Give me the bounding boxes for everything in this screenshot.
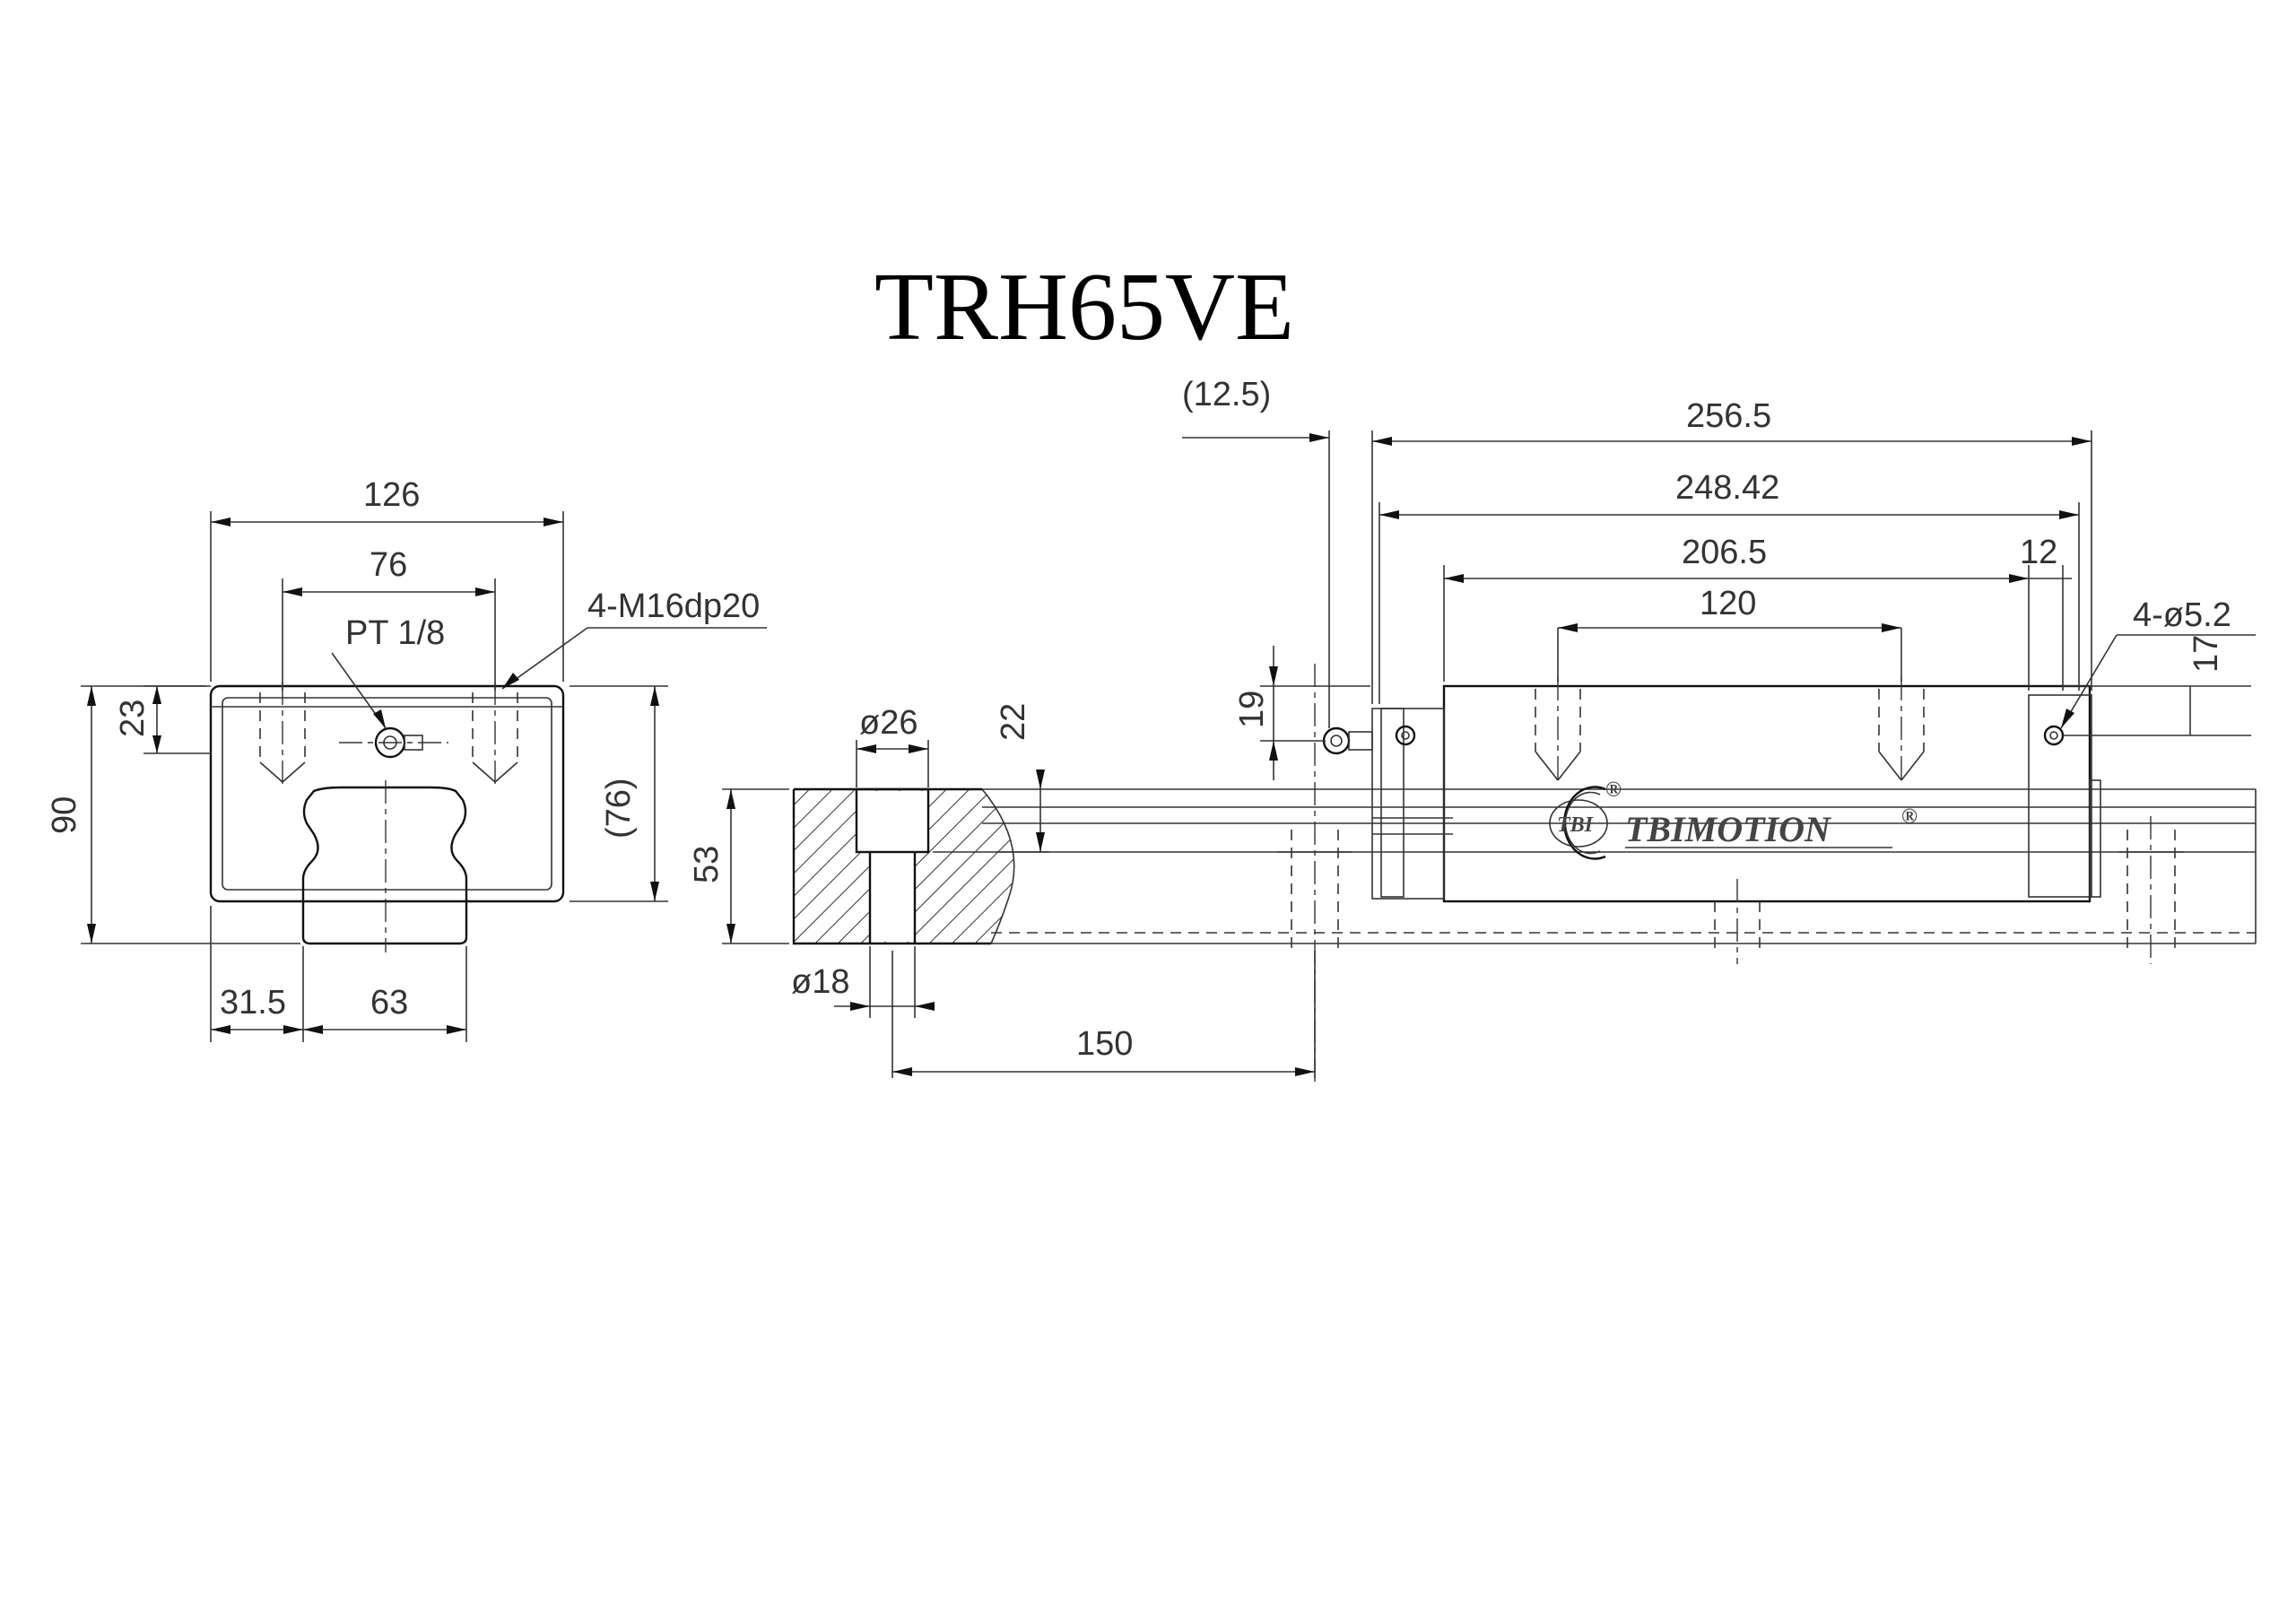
dim-front-width: 126 [210, 476, 564, 682]
svg-text:23: 23 [114, 700, 152, 737]
dim-end-seal-offset: 12 [2020, 534, 2072, 691]
dim-end-cap-overhang: (12.5) [1182, 376, 1330, 728]
dim-rail-pitch: 150 [891, 951, 1316, 1078]
side-bolt-hole-left [1535, 677, 1581, 785]
svg-text:®: ® [1901, 805, 1918, 829]
svg-text:150: 150 [1076, 1025, 1133, 1063]
dim-bolt-pitch: 120 [1557, 585, 1902, 682]
end-cap-left [1371, 708, 1445, 900]
svg-text:TBIMOTION: TBIMOTION [1625, 809, 1832, 849]
svg-text:PT 1/8: PT 1/8 [345, 614, 445, 652]
svg-text:4-ø5.2: 4-ø5.2 [2133, 596, 2231, 634]
front-bolt-hole-right [472, 682, 518, 789]
svg-text:248.42: 248.42 [1675, 469, 1779, 507]
dim-rail-height: 53 [688, 788, 789, 944]
svg-text:19: 19 [1233, 691, 1271, 728]
dim-end-hole-height: 17 [2063, 635, 2251, 736]
dim-rail-offset: 31.5 63 [210, 906, 467, 1042]
svg-text:(76): (76) [600, 778, 638, 839]
callout-mounting-thread: 4-M16dp20 [501, 587, 767, 690]
rail-section-hatched [792, 787, 1015, 945]
front-view: 126 76 PT 1/8 4-M16dp20 [46, 476, 767, 1042]
lube-nipple [339, 726, 448, 759]
end-cap-right [2028, 694, 2092, 898]
svg-text:TBI: TBI [1557, 813, 1595, 837]
side-view: TBI ® TBIMOTION ® (12.5) 256.5 [688, 376, 2257, 1085]
dim-hole-dia: ø18 [791, 946, 935, 1018]
dim-overall-length: 256.5 [1371, 397, 2092, 704]
end-cap-screw-right [2043, 725, 2065, 746]
dim-counterbore-depth: 22 [933, 703, 1049, 853]
dim-front-top-height: 23 [114, 685, 211, 754]
carriage-body [1442, 684, 2092, 903]
rail-hole-center [1714, 879, 1761, 964]
front-bolt-hole-left [259, 682, 306, 789]
svg-text:126: 126 [363, 476, 420, 514]
dim-steel-length: 206.5 [1443, 534, 2030, 691]
callout-lube-port: PT 1/8 [331, 614, 445, 729]
rail-profile [301, 786, 468, 945]
svg-text:17: 17 [2187, 635, 2225, 673]
svg-text:206.5: 206.5 [1682, 534, 1767, 571]
tbimotion-logo: TBI ® TBIMOTION ® [1549, 778, 1918, 860]
rail-hole-right [2118, 816, 2184, 964]
svg-text:4-M16dp20: 4-M16dp20 [587, 587, 760, 625]
dim-counterbore-dia: ø26 [856, 704, 929, 787]
dim-front-bolt-span: 76 [282, 546, 496, 691]
dim-rail-width: 63 [370, 984, 408, 1022]
svg-text:53: 53 [688, 846, 726, 883]
svg-text:ø18: ø18 [791, 963, 849, 1001]
svg-text:12: 12 [2020, 534, 2057, 571]
svg-text:76: 76 [370, 546, 407, 584]
side-bolt-hole-right [1878, 677, 1925, 785]
dim-body-length: 248.42 [1378, 469, 2080, 704]
svg-text:ø26: ø26 [859, 704, 918, 742]
callout-end-holes: 4-ø5.2 [2060, 596, 2256, 729]
drawing-title: TRH65VE [874, 254, 1294, 361]
dim-block-height: (76) [570, 685, 668, 902]
rail-hole-left [1278, 664, 1352, 1085]
svg-text:®: ® [1605, 778, 1622, 802]
svg-text:31.5: 31.5 [220, 984, 286, 1022]
svg-text:90: 90 [46, 796, 83, 834]
end-cap-screw-left [1395, 725, 1416, 746]
svg-text:22: 22 [995, 703, 1032, 741]
dim-nipple-height: 19 [1233, 646, 1370, 780]
side-lube-nipple [1322, 726, 1373, 755]
dim-total-height: 90 [46, 685, 300, 944]
svg-text:256.5: 256.5 [1686, 397, 1771, 435]
svg-text:(12.5): (12.5) [1182, 376, 1271, 413]
front-block-outline [209, 684, 565, 903]
svg-text:120: 120 [1700, 585, 1756, 622]
